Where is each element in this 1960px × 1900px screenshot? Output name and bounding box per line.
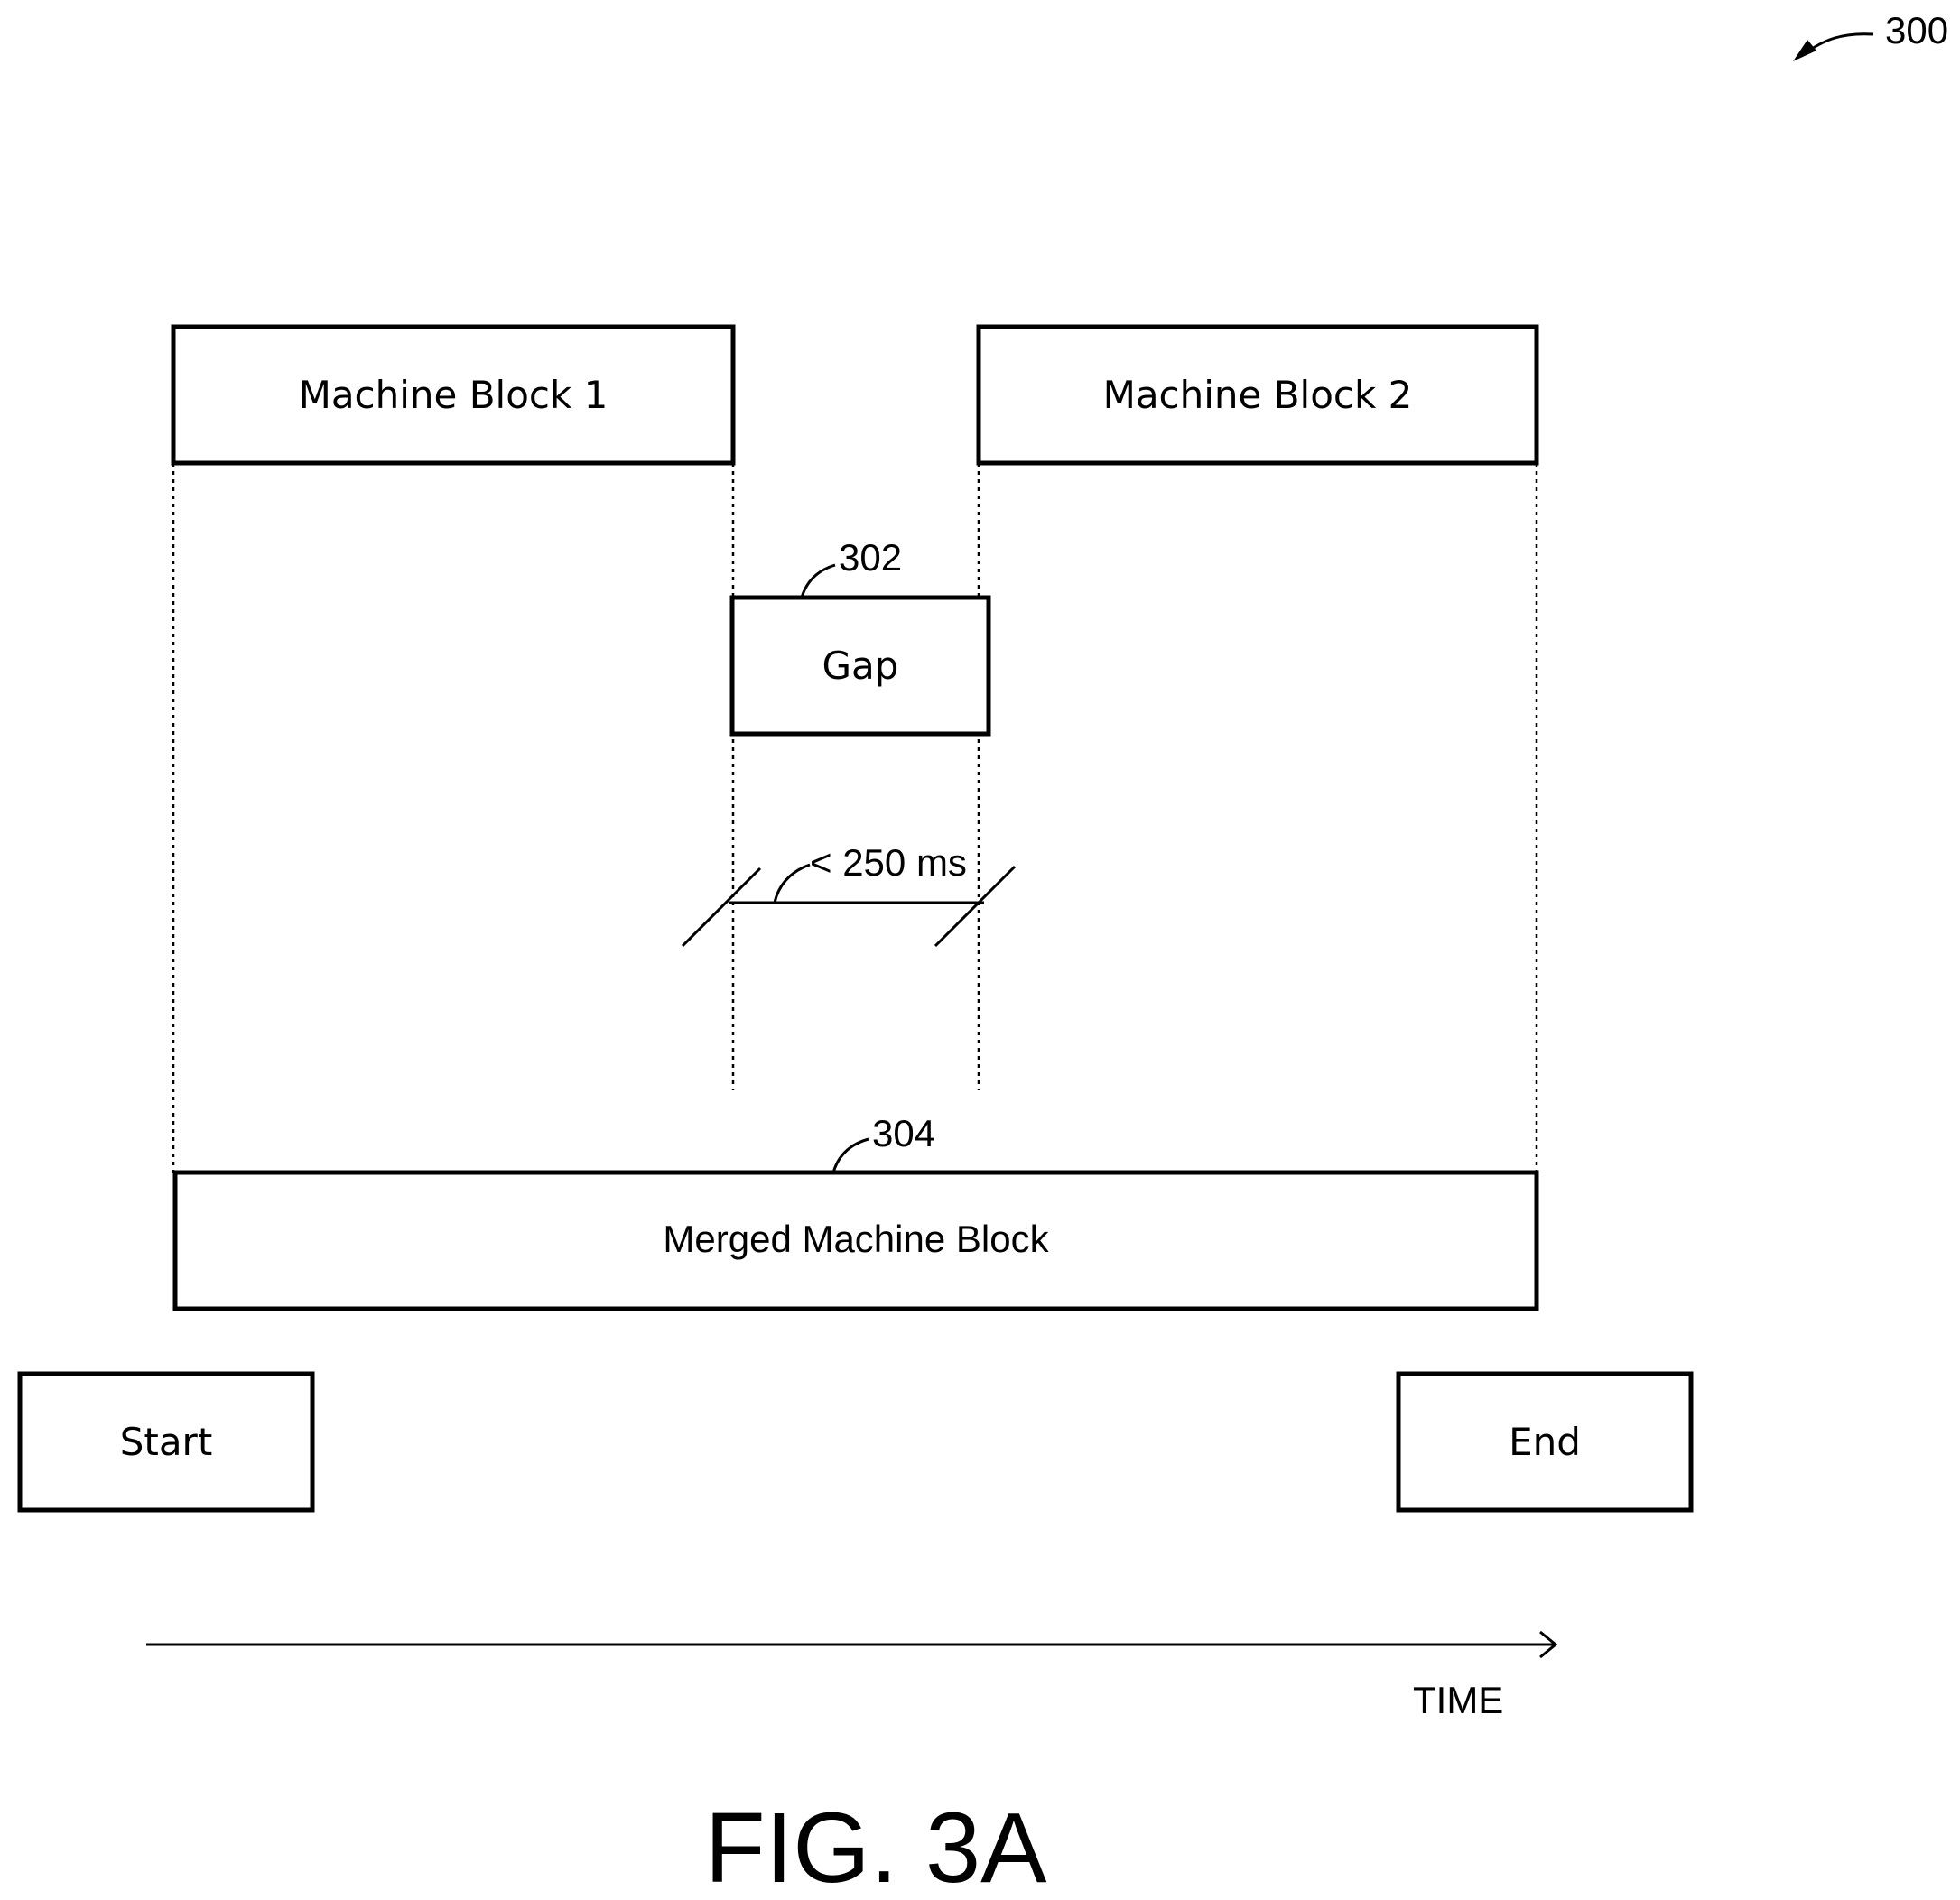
merged-block-label: Merged Machine Block: [663, 1218, 1049, 1260]
dimension-tick-left: [683, 868, 760, 946]
figure-caption: FIG. 3A: [705, 1793, 1048, 1900]
start-label: Start: [120, 1420, 213, 1464]
machine-block-2: Machine Block 2: [979, 327, 1537, 463]
gap-ref-number: 302: [839, 536, 902, 579]
machine-block-1-label: Machine Block 1: [299, 373, 608, 417]
machine-block-1: Machine Block 1: [173, 327, 733, 463]
merged-ref-number: 304: [872, 1112, 935, 1154]
end-label: End: [1509, 1420, 1581, 1464]
time-axis-label: TIME: [1413, 1679, 1503, 1721]
gap-block: Gap 302: [732, 536, 989, 734]
start-block: Start: [20, 1374, 312, 1510]
machine-block-2-label: Machine Block 2: [1103, 373, 1413, 417]
end-block: End: [1398, 1374, 1691, 1510]
gap-ref-leader: [802, 565, 835, 598]
threshold-label: < 250 ms: [810, 841, 967, 884]
threshold-leader: [775, 865, 810, 903]
figure-ref-number: 300: [1885, 9, 1948, 51]
merged-machine-block: Merged Machine Block 304: [175, 1112, 1537, 1309]
ref-arrowhead: [1793, 40, 1816, 61]
gap-label: Gap: [822, 644, 899, 688]
merged-ref-leader: [833, 1139, 869, 1172]
time-axis: TIME: [146, 1632, 1556, 1721]
figure-ref-300: 300: [1793, 9, 1948, 61]
